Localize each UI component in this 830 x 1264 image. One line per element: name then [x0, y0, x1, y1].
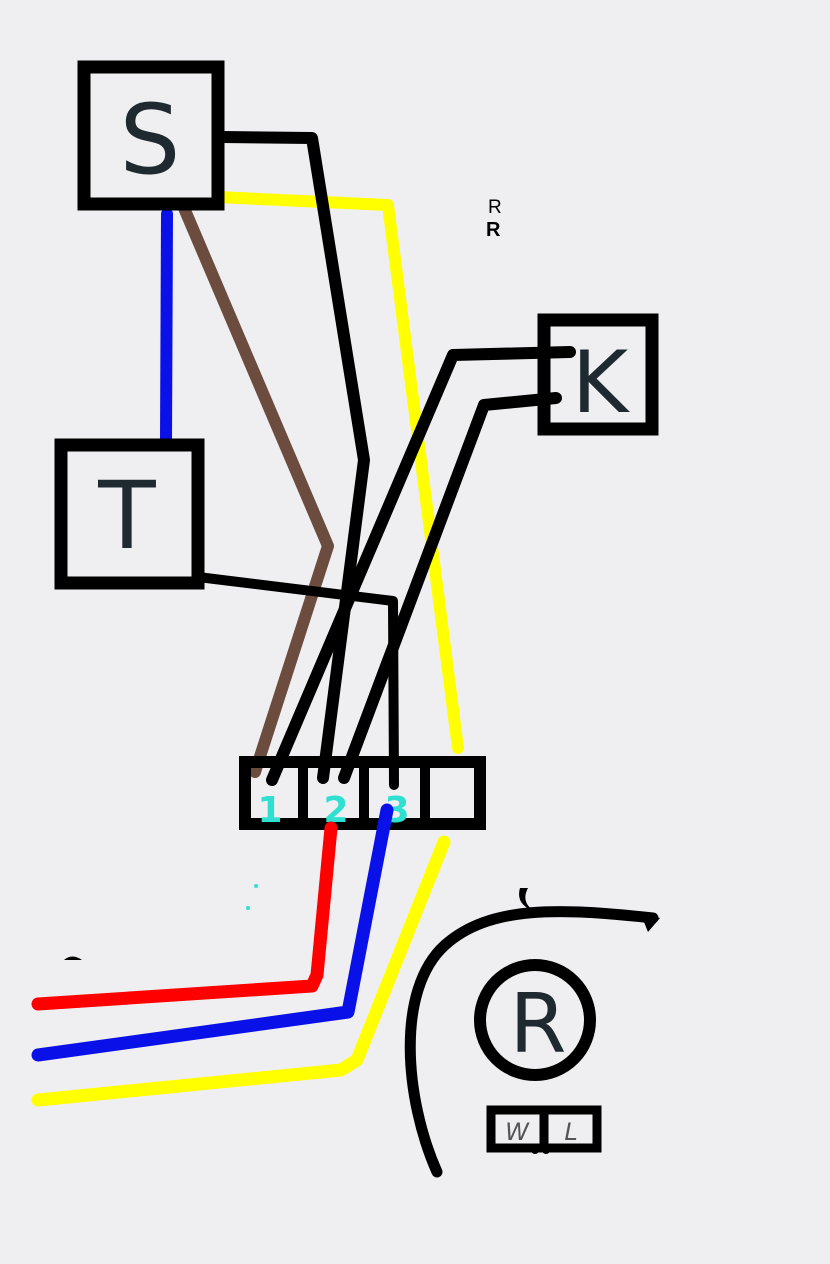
- floating-text-bold-r: R: [486, 219, 501, 241]
- stray-dot: [254, 884, 258, 888]
- component-r-label: R: [510, 977, 567, 1072]
- black-curve-hook: [519, 888, 536, 912]
- component-r: R: [474, 959, 596, 1081]
- component-s-label: S: [120, 84, 181, 196]
- component-t-label: T: [97, 462, 156, 571]
- blue-wire-out: [31, 803, 394, 1062]
- component-t: T: [54, 438, 205, 590]
- black-curve: [404, 906, 659, 1178]
- black-curve-end: [640, 912, 660, 932]
- yellow-wire-s: [211, 191, 464, 754]
- black-wire-k-upper: [266, 346, 576, 786]
- blue-wire-s-t: [160, 208, 173, 447]
- ink-mark: [64, 956, 82, 960]
- yellow-wire-out: [31, 835, 451, 1107]
- component-k: K: [537, 313, 659, 436]
- terminal-1-label: 1: [257, 790, 282, 831]
- brown-wire-s: [178, 202, 334, 778]
- r-terminal-strip: W L: [486, 1105, 602, 1154]
- r-terminal-l-label: L: [564, 1118, 577, 1146]
- component-k-label: K: [572, 333, 631, 433]
- black-wire-t: [193, 572, 399, 790]
- terminal-block: 1 2 3: [239, 756, 486, 831]
- red-wire-out: [31, 821, 338, 1011]
- floating-text-small-r: R: [488, 197, 502, 218]
- component-s: S: [77, 60, 225, 211]
- r-terminal-w-label: W: [505, 1118, 530, 1146]
- stray-dot: [246, 906, 250, 910]
